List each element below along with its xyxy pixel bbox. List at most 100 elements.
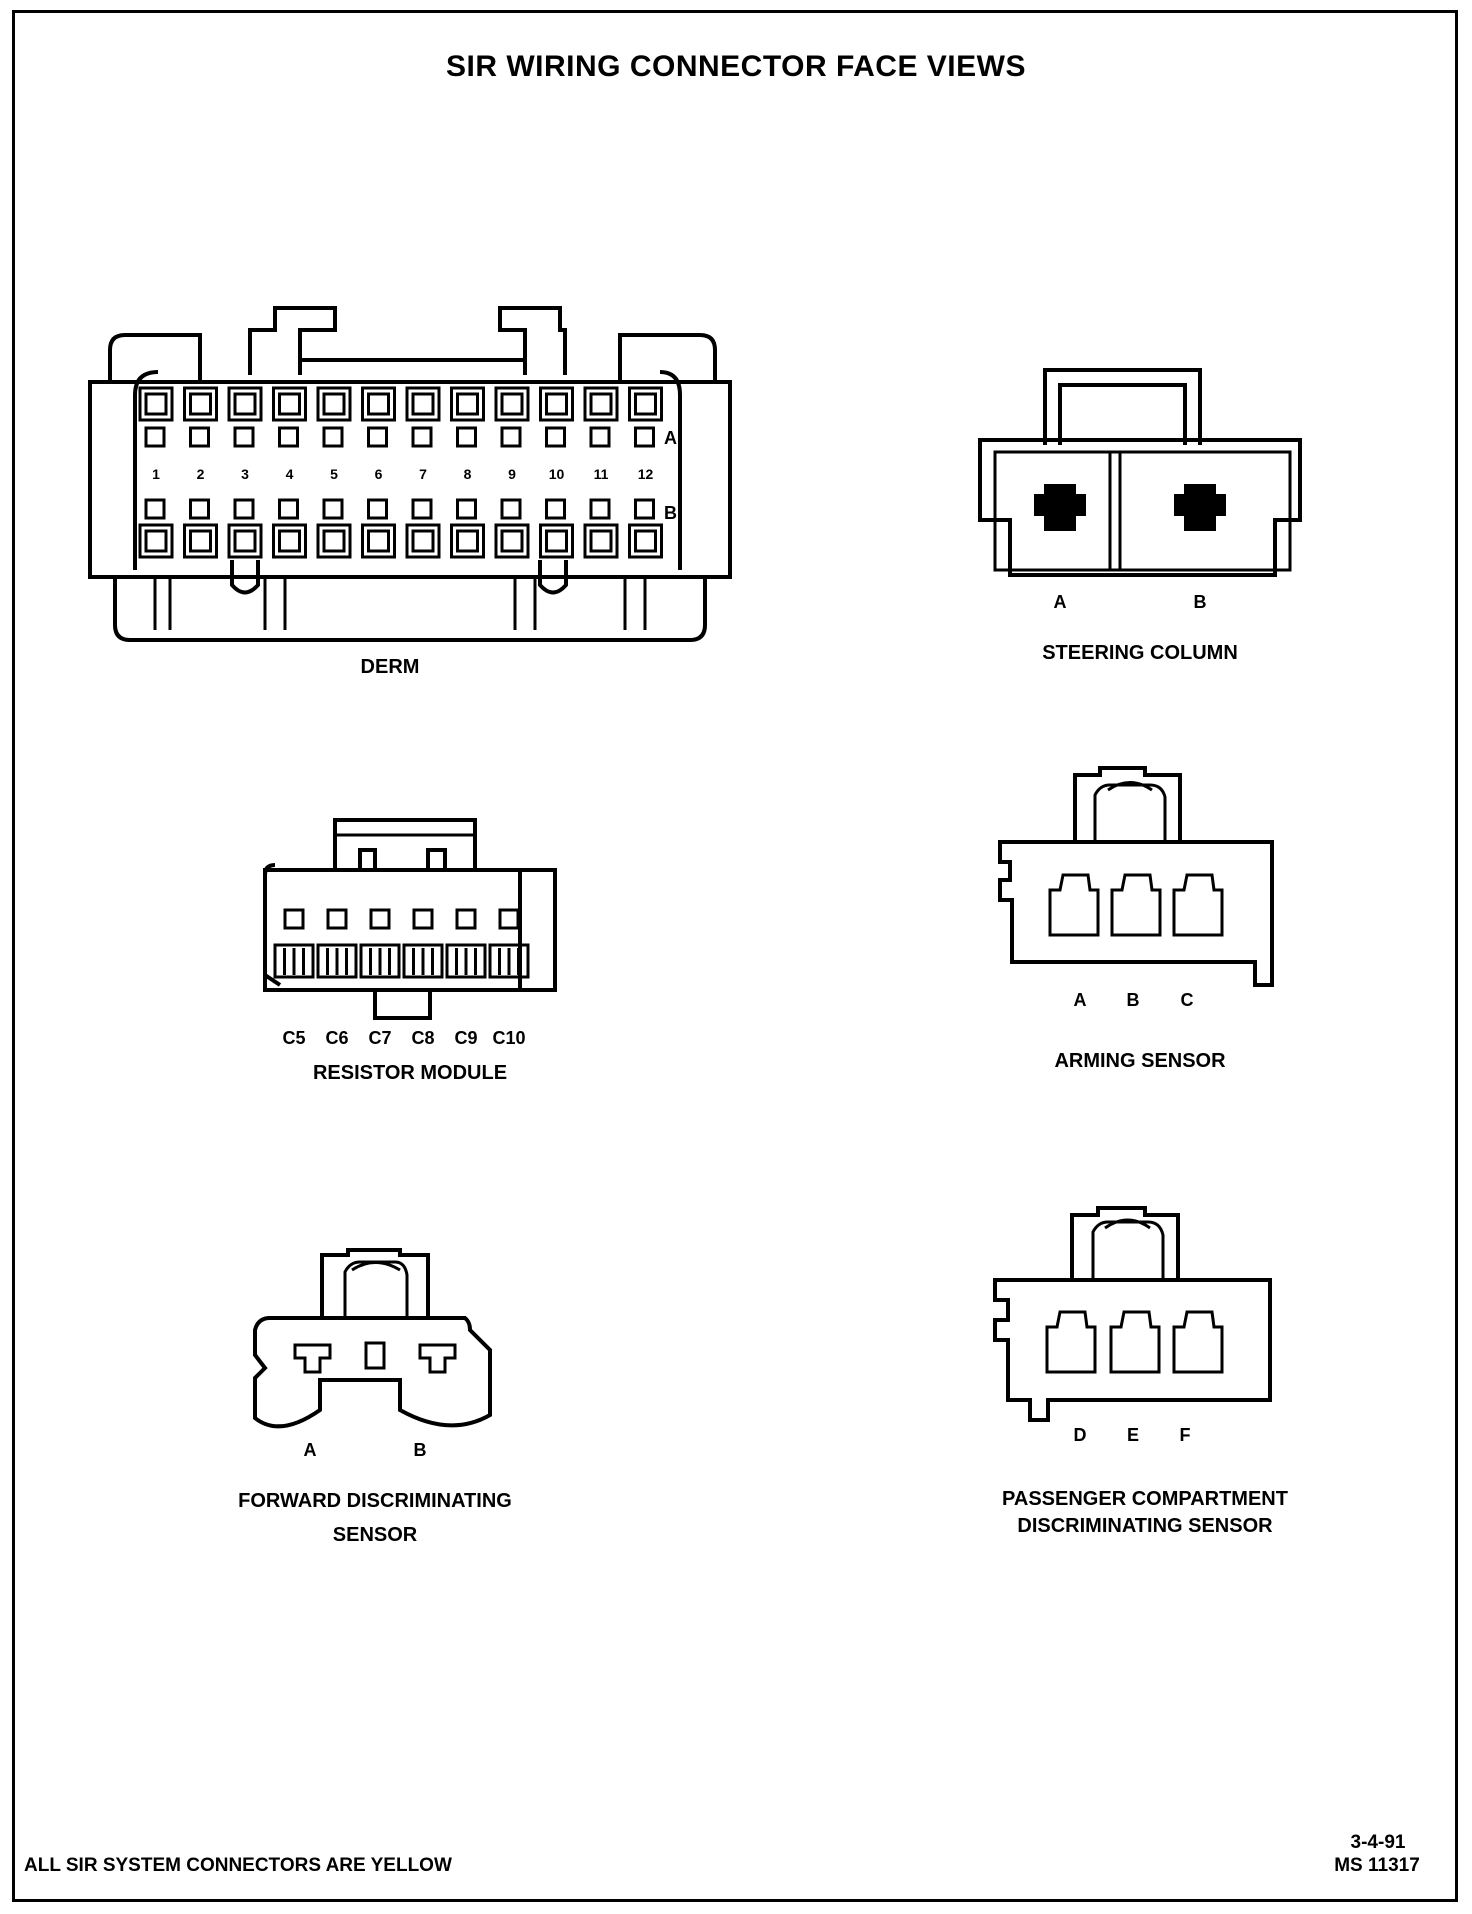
derm-cavity-a: [545, 426, 566, 448]
arming-sensor-label: ARMING SENSOR: [1054, 1050, 1226, 1072]
forward-sensor-label-line1: FORWARD DISCRIMINATING: [238, 1490, 512, 1512]
derm-terminal-bottom: [583, 523, 619, 559]
derm-cavity-a: [278, 426, 299, 448]
derm-pin-number: 5: [330, 466, 338, 482]
derm-pin-number: 6: [374, 466, 383, 482]
derm-terminal-top: [494, 386, 530, 422]
derm-cavity-b: [456, 498, 477, 520]
derm-terminal-bottom: [227, 523, 263, 559]
resistor-module-terminal: [359, 943, 401, 979]
derm-cavity-b: [367, 498, 388, 520]
derm-cavity-b: [500, 498, 522, 520]
derm-terminal-bottom: [138, 523, 174, 559]
resistor-module-label: RESISTOR MODULE: [312, 1062, 508, 1084]
resistor-module-cavity: [412, 908, 434, 930]
passenger-sensor-label-line2: DISCRIMINATING SENSOR: [1017, 1515, 1273, 1537]
derm-terminal-top: [138, 386, 174, 422]
resistor-module-pin-label: C6: [325, 1028, 349, 1048]
derm-row-b-label: B: [664, 503, 677, 523]
resistor-module-terminal: [316, 943, 358, 979]
derm-terminal-top: [405, 386, 441, 422]
passenger-sensor-label-line1: PASSENGER COMPARTMENT: [1002, 1488, 1288, 1510]
derm-terminal-top: [539, 386, 574, 422]
steering-column-label: STEERING COLUMN: [1042, 642, 1238, 664]
derm-cavity-a: [456, 426, 477, 448]
derm-row-a-label: A: [664, 428, 677, 448]
derm-terminal-bottom: [539, 523, 574, 559]
derm-terminal-bottom: [272, 523, 307, 559]
derm-cavity-b: [634, 498, 655, 520]
steering-pin-a: A: [1053, 592, 1067, 612]
footer-date: 3-4-91: [1350, 1832, 1406, 1853]
footer-code: MS 11317: [1334, 1855, 1420, 1876]
resistor-module-pin-label: C9: [454, 1028, 478, 1048]
derm-cavity-b: [144, 498, 166, 520]
derm-cavity-b: [322, 498, 344, 520]
derm-pin-number: 3: [241, 466, 249, 482]
resistor-module-cavity: [326, 908, 348, 930]
derm-terminal-top: [183, 386, 218, 422]
resistor-module-terminal: [273, 943, 315, 979]
derm-terminal-bottom: [405, 523, 441, 559]
derm-cavity-a: [189, 426, 210, 448]
derm-pin-number: 11: [593, 466, 609, 482]
derm-terminal-bottom: [183, 523, 218, 559]
arming-pin-c: C: [1180, 990, 1194, 1010]
derm-pin-number: 2: [196, 466, 205, 482]
derm-terminal-bottom: [450, 523, 485, 559]
derm-cavity-a: [411, 426, 433, 448]
page-title: SIR WIRING CONNECTOR FACE VIEWS: [446, 50, 1026, 83]
derm-cavity-b: [589, 498, 611, 520]
derm-cavity-b: [233, 498, 255, 520]
derm-label: DERM: [360, 656, 420, 678]
derm-cavity-b: [189, 498, 210, 520]
derm-pin-number: 10: [548, 466, 565, 482]
resistor-module-cavity: [369, 908, 391, 930]
resistor-module-terminal: [402, 943, 444, 979]
derm-terminal-bottom: [628, 523, 663, 559]
resistor-module-terminal: [445, 943, 487, 979]
steering-pin-b: B: [1193, 592, 1207, 612]
derm-cavity-b: [411, 498, 433, 520]
derm-cavity-b: [278, 498, 299, 520]
derm-terminal-top: [628, 386, 663, 422]
resistor-module-cavity: [498, 908, 520, 930]
passenger-pin-f: F: [1179, 1425, 1191, 1445]
derm-terminal-top: [272, 386, 307, 422]
derm-terminal-top: [361, 386, 396, 422]
derm-terminal-bottom: [361, 523, 396, 559]
page-frame: [12, 10, 1458, 1902]
arming-pin-b: B: [1126, 990, 1140, 1010]
forward-pin-b: B: [413, 1440, 427, 1460]
derm-terminal-bottom: [316, 523, 352, 559]
derm-cavity-a: [589, 426, 611, 448]
derm-cavity-a: [500, 426, 522, 448]
derm-terminal-top: [450, 386, 485, 422]
forward-sensor-label-line2: SENSOR: [332, 1524, 418, 1546]
derm-cavity-b: [545, 498, 566, 520]
footer-note: ALL SIR SYSTEM CONNECTORS ARE YELLOW: [24, 1855, 452, 1876]
forward-pin-a: A: [303, 1440, 317, 1460]
resistor-module-terminal: [488, 943, 530, 979]
derm-pin-number: 9: [508, 466, 516, 482]
derm-cavity-a: [233, 426, 255, 448]
derm-cavity-a: [367, 426, 388, 448]
derm-pin-number: 4: [285, 466, 294, 482]
resistor-module-cavity: [283, 908, 305, 930]
passenger-pin-e: E: [1126, 1425, 1139, 1445]
derm-terminal-top: [583, 386, 619, 422]
passenger-pin-d: D: [1073, 1425, 1087, 1445]
derm-terminal-bottom: [494, 523, 530, 559]
resistor-module-pin-label: C7: [368, 1028, 392, 1048]
arming-pin-a: A: [1073, 990, 1087, 1010]
derm-cavity-a: [322, 426, 344, 448]
derm-cavity-a: [144, 426, 166, 448]
derm-pin-number: 12: [637, 466, 654, 482]
resistor-module-pin-label: C10: [492, 1028, 526, 1048]
derm-terminal-top: [316, 386, 352, 422]
